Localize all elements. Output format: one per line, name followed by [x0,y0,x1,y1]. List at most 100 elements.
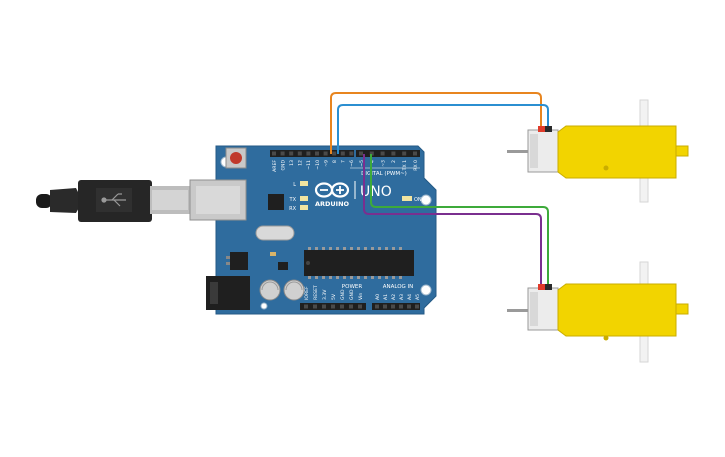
analog-header [372,303,420,310]
reset-button[interactable] [230,152,242,164]
crystal-oscillator [255,225,295,241]
pin-socket[interactable] [306,151,311,156]
power-pin-sockets [304,304,362,309]
gearbox-screw [603,335,609,341]
pin-socket[interactable] [340,304,344,309]
pin-socket[interactable] [391,304,395,309]
pin-label: Vin [358,293,364,300]
motor-terminal [538,126,545,132]
digital-header-left [270,150,354,157]
pin-label: RX 0 [413,160,419,171]
pin-label: 8 [332,160,338,163]
chip-notch [306,261,310,265]
wire-green[interactable] [370,154,549,290]
pin-socket[interactable] [407,304,411,309]
pin-socket[interactable] [359,151,363,156]
wires [330,92,549,290]
pin-socket[interactable] [349,304,353,309]
pin-label: 12 [298,160,304,166]
pin-socket[interactable] [391,151,396,156]
pin-label: IOREF [304,286,310,300]
capacitor-mark [285,281,303,291]
dc-motor-top[interactable] [507,99,689,203]
led-on-light [402,196,412,201]
digital-header-right [356,150,420,157]
pin-socket[interactable] [375,304,379,309]
pin-socket[interactable] [322,304,326,309]
gearbox-nub [675,145,689,157]
mounting-hole [420,284,432,296]
pin-socket[interactable] [369,151,374,156]
pin-socket[interactable] [340,151,345,156]
regulator-pin [226,262,230,265]
brand-text: ARDUINO [315,200,350,208]
pin-socket[interactable] [399,304,403,309]
model-text: UNO [360,184,392,200]
atmega-pins [308,247,402,279]
smd-chip [278,262,288,270]
pin-socket[interactable] [332,151,337,156]
usb-interface-chip [268,194,284,210]
pin-label: 2 [391,160,397,163]
pin-label: ~11 [306,160,312,170]
pin-socket[interactable] [349,151,354,156]
pin-socket[interactable] [402,151,407,156]
pin-label: ~5 [359,160,365,167]
pin-label: ~3 [380,160,386,167]
capacitor-mark [261,281,279,291]
pin-socket[interactable] [331,304,335,309]
mounting-hole [260,302,268,310]
pin-label: ~9 [323,160,329,167]
pin-label: A0 [375,294,381,300]
motor-terminal [545,284,552,290]
pin-socket[interactable] [313,304,317,309]
wire-blue[interactable] [337,104,549,154]
pin-socket[interactable] [315,151,319,156]
pin-label: A5 [415,294,421,300]
pin-label: 5V [331,293,337,300]
pin-socket[interactable] [323,151,328,156]
pin-socket[interactable] [297,151,302,156]
pin-label: AREF [272,160,278,172]
motor-terminal [538,284,545,290]
digital-header-label: DIGITAL (PWM~) [361,171,407,177]
pin-socket[interactable] [289,151,294,156]
capacitor [283,279,305,301]
pin-label: A2 [391,294,397,300]
usb-strain-relief [50,188,80,213]
dc-motor-bottom[interactable] [507,261,689,363]
motor-terminal [545,126,552,132]
pin-socket[interactable] [272,151,276,156]
pin-socket[interactable] [380,151,385,156]
pin-socket[interactable] [413,151,417,156]
analog-pin-sockets [375,304,419,309]
pin-label: A4 [407,294,413,300]
pin-socket[interactable] [358,304,362,309]
gearbox-nub [675,303,689,315]
arduino-uno-board[interactable]: L TX RX ON ARDUINO UNO DIGITAL (PWM~) PO… [189,145,437,315]
wire-purple[interactable] [363,154,542,290]
pin-label: GND [340,289,346,300]
pin-label: ~10 [315,160,321,170]
pin-socket[interactable] [383,304,387,309]
usb-cable[interactable] [36,180,190,222]
top-pin-sockets [272,151,417,156]
capacitor [259,279,281,301]
usb-b-jack-inner [196,186,240,214]
led-l-label: L [293,182,296,188]
pin-label: GND [280,160,286,171]
pin-socket[interactable] [304,304,308,309]
gearbox-body [557,125,677,179]
wire-orange[interactable] [330,92,542,154]
pin-socket[interactable] [280,151,285,156]
pin-label: 4 [370,160,376,163]
pin-socket[interactable] [415,304,419,309]
pin-label: A3 [399,294,405,300]
pin-label: A1 [383,294,389,300]
pin-label: 3.3V [322,289,328,300]
arduino-logo: ARDUINO [314,182,350,208]
led-on-label: ON [414,197,422,203]
